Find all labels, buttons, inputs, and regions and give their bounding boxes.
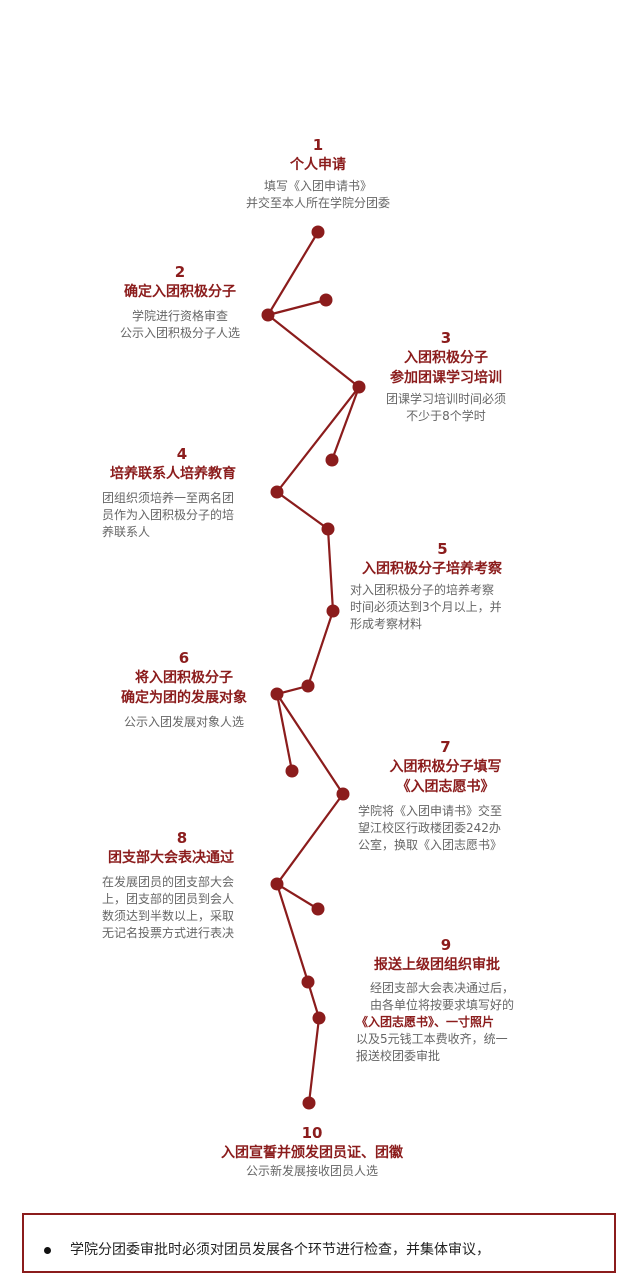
step-desc-line: 养联系人: [102, 525, 151, 539]
step-number: 2: [174, 263, 186, 281]
step-desc-line: 以及5元钱工本费收齐，统一: [356, 1032, 508, 1046]
timeline-node-dot: [261, 308, 275, 322]
step-desc-line: 《入团志愿书》、一寸照片: [356, 1015, 495, 1029]
step-desc-line: 对入团积极分子的培养考察: [350, 583, 495, 597]
timeline-node-dot: [312, 1011, 326, 1025]
step-4: 4 培养联系人培养教育 团组织须培养一至两名团 员作为入团积极分子的培 养联系人: [102, 444, 272, 541]
step-desc-line: 团课学习培训时间必须: [385, 392, 506, 406]
step-desc-line: 公室，换取《入团志愿书》: [358, 838, 503, 852]
note-box: 学院分团委审批时必须对团员发展各个环节进行检查，并集体审议，: [22, 1213, 616, 1273]
timeline-node-dot: [285, 764, 299, 778]
timeline-node-dot: [270, 877, 284, 891]
step-desc-line: 学院将《入团申请书》交至: [358, 804, 503, 818]
step-8: 8 团支部大会表决通过 在发展团员的团支部大会 上，团支部的团员到会人 数须达到…: [102, 828, 267, 942]
step-title: 个人申请: [290, 157, 346, 173]
timeline-node-dot: [270, 485, 284, 499]
timeline-node-dot: [326, 604, 340, 618]
timeline-branch: [275, 693, 294, 772]
timeline-node-dot: [301, 975, 315, 989]
timeline-node-dot: [270, 687, 284, 701]
step-10: 10 入团宣誓并颁发团员证、团徽 公示新发展接收团员人选: [177, 1123, 447, 1180]
step-title: 团支部大会表决通过: [108, 850, 234, 866]
step-number: 1: [312, 136, 324, 154]
step-3: 3 入团积极分子 参加团课学习培训 团课学习培训时间必须 不少于8个学时: [360, 328, 532, 425]
timeline-node-dot: [319, 293, 333, 307]
step-number: 7: [440, 738, 451, 756]
timeline-node-dot: [301, 679, 315, 693]
step-9: 9 报送上级团组织审批 经团支部大会表决通过后， 由各单位将按要求填写好的 《入…: [356, 935, 546, 1065]
step-number: 4: [176, 445, 188, 463]
step-desc-line: 由各单位将按要求填写好的: [370, 998, 515, 1012]
step-title: 确定入团积极分子: [124, 284, 236, 300]
timeline-branch: [330, 386, 361, 461]
step-title: 参加团课学习培训: [390, 370, 502, 386]
step-desc-line: 团组织须培养一至两名团: [102, 491, 235, 505]
step-desc-line: 并交至本人所在学院分团委: [245, 196, 390, 210]
step-desc-line: 报送校团委审批: [356, 1049, 441, 1063]
step-number: 9: [440, 936, 452, 954]
timeline-node-dot: [352, 380, 366, 394]
step-desc-line: 形成考察材料: [350, 617, 423, 631]
step-6: 6 将入团积极分子 确定为团的发展对象 公示入团发展对象人选: [94, 648, 274, 731]
step-title: 《入团志愿书》: [396, 779, 495, 795]
note-text: 学院分团委审批时必须对团员发展各个环节进行检查，并集体审议，: [70, 1242, 490, 1258]
step-desc-line: 时间必须达到3个月以上，并: [350, 600, 502, 614]
step-number: 10: [301, 1124, 323, 1142]
timeline-node-dot: [321, 522, 335, 536]
step-title: 入团积极分子填写: [389, 759, 502, 775]
step-desc-line: 填写《入团申请书》: [263, 179, 372, 193]
step-desc-line: 公示入团发展对象人选: [123, 715, 244, 729]
step-title: 入团积极分子培养考察: [362, 561, 502, 577]
step-desc-line: 上，团支部的团员到会人: [102, 892, 235, 906]
step-desc-line: 经团支部大会表决通过后，: [370, 981, 515, 995]
timeline-branch: [267, 298, 327, 317]
step-number: 5: [437, 540, 448, 558]
timeline-node-dot: [325, 453, 339, 467]
step-number: 8: [176, 829, 188, 847]
timeline-path: [266, 231, 361, 1104]
step-title: 将入团积极分子: [135, 670, 233, 686]
timeline-node-dot: [311, 902, 325, 916]
bullet-icon: [44, 1247, 51, 1254]
step-desc-line: 公示新发展接收团员人选: [245, 1164, 378, 1178]
step-number: 6: [178, 649, 190, 667]
step-desc-line: 学院进行资格审查: [131, 309, 228, 323]
step-desc-line: 在发展团员的团支部大会: [102, 875, 235, 889]
step-desc-line: 数须达到半数以上，采取: [102, 909, 235, 923]
timeline-node-dot: [336, 787, 350, 801]
step-desc-line: 公示入团积极分子人选: [119, 326, 240, 340]
timeline-node-dot: [302, 1096, 316, 1110]
step-title: 入团积极分子: [404, 350, 488, 366]
step-number: 3: [440, 329, 452, 347]
step-title: 确定为团的发展对象: [121, 690, 247, 706]
timeline-branch: [276, 883, 319, 910]
step-7: 7 入团积极分子填写 《入团志愿书》 学院将《入团申请书》交至 望江校区行政楼团…: [358, 737, 543, 854]
step-title: 培养联系人培养教育: [110, 466, 236, 482]
step-desc-line: 无记名投票方式进行表决: [102, 926, 235, 940]
step-desc-line: 员作为入团积极分子的培: [102, 508, 235, 522]
step-title: 报送上级团组织审批: [374, 957, 500, 973]
step-desc-line: 望江校区行政楼团委242办: [358, 821, 501, 835]
step-desc-line: 不少于8个学时: [406, 409, 486, 423]
step-title: 入团宣誓并颁发团员证、团徽: [221, 1145, 403, 1161]
step-1: 1 个人申请 填写《入团申请书》 并交至本人所在学院分团委: [218, 135, 418, 212]
step-2: 2 确定入团积极分子 学院进行资格审查 公示入团积极分子人选: [90, 262, 270, 342]
timeline-node-dot: [311, 225, 325, 239]
step-5: 5 入团积极分子培养考察 对入团积极分子的培养考察 时间必须达到3个月以上，并 …: [350, 539, 540, 633]
